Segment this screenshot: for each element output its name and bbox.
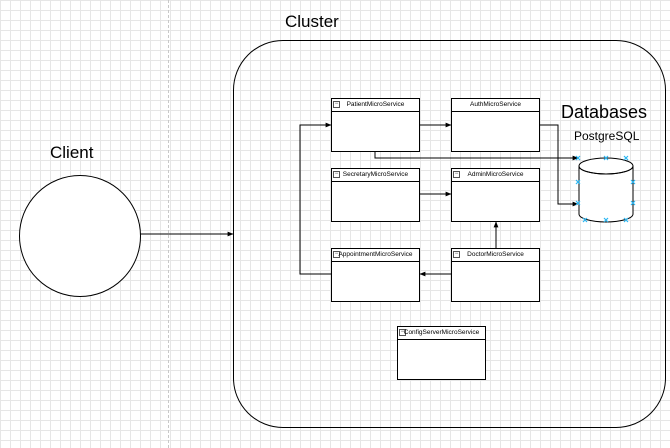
patient-service-node[interactable]: −PatientMicroService — [331, 98, 420, 152]
service-name: AuthMicroService — [470, 101, 521, 108]
client-label: Client — [50, 143, 94, 162]
collapse-icon[interactable]: − — [333, 171, 340, 178]
collapse-icon[interactable]: − — [333, 101, 340, 108]
service-name: SecretaryMicroService — [342, 171, 409, 178]
secretary-service-node[interactable]: −SecretaryMicroService — [331, 168, 420, 222]
edge-auth-to-database[interactable] — [540, 124, 579, 207]
selection-handles — [575, 155, 636, 223]
doctor-service-node[interactable]: −DoctorMicroService — [451, 248, 540, 302]
service-name: PatientMicroService — [346, 101, 405, 108]
config-server-service-node[interactable]: −ConfigServerMicroService — [397, 326, 486, 380]
postgresql-label: PostgreSQL — [574, 129, 640, 143]
collapse-icon[interactable]: − — [399, 329, 406, 336]
edge-appointment-to-patient[interactable] — [299, 122, 332, 275]
service-name: AppointmentMicroService — [338, 251, 413, 258]
collapse-icon[interactable]: − — [453, 251, 460, 258]
vertical-guide-line — [168, 0, 169, 448]
edge-patient-to-database[interactable] — [374, 152, 579, 161]
service-name: ConfigServerMicroService — [403, 329, 480, 336]
collapse-icon[interactable]: − — [453, 171, 460, 178]
client-node[interactable] — [19, 175, 141, 297]
cluster-label: Cluster — [285, 12, 339, 31]
auth-service-node[interactable]: AuthMicroService — [451, 98, 540, 152]
databases-label: Databases — [561, 102, 648, 122]
postgresql-database-icon[interactable] — [578, 157, 634, 223]
admin-service-node[interactable]: −AdminMicroService — [451, 168, 540, 222]
service-name: AdminMicroService — [467, 171, 524, 178]
appointment-service-node[interactable]: −AppointmentMicroService — [331, 248, 420, 302]
service-name: DoctorMicroService — [467, 251, 524, 258]
collapse-icon[interactable]: − — [333, 251, 340, 258]
